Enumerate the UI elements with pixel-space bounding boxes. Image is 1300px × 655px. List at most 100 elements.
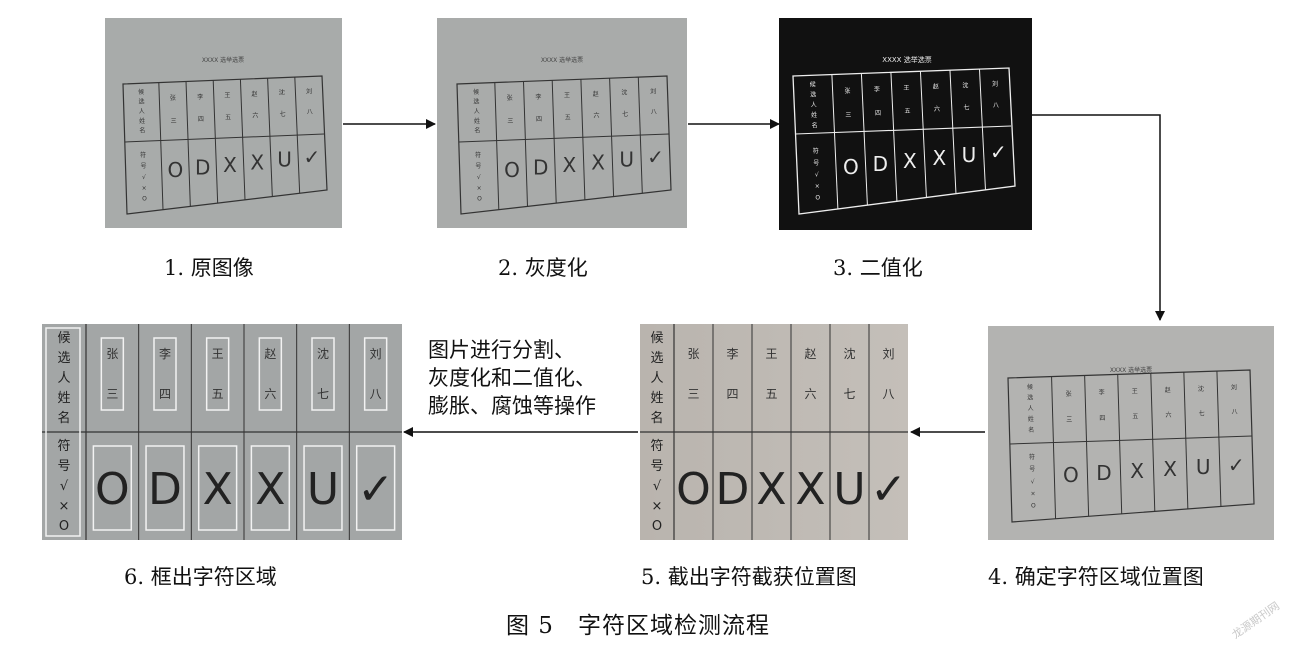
ballot-name-char: 三: [845, 112, 851, 119]
caption-step-1: 1. 原图像: [164, 256, 254, 280]
ballot-title: XXXX 选举选票: [882, 55, 931, 64]
ballot-name-char: 六: [593, 112, 599, 120]
ballot-name-char: 刘: [650, 87, 656, 95]
ballot-symbol-char: ×: [815, 183, 820, 190]
ballot-symbol-char: O: [142, 196, 147, 203]
arrow-3-to-4: [1032, 114, 1165, 321]
ballot-mark: O: [676, 464, 711, 515]
ballot-mark: O: [1063, 463, 1079, 487]
ballot-header-char: 选: [57, 351, 70, 366]
ballot-name-char: 赵: [804, 347, 816, 361]
ballot-name-char: 沈: [621, 89, 627, 97]
ballot-name-char: 赵: [264, 347, 276, 361]
ballot-symbol-char: √: [1031, 478, 1035, 485]
ballot-header-char: 候: [473, 88, 479, 96]
caption-step-2: 2. 灰度化: [498, 256, 588, 280]
ballot-symbol-char: √: [653, 479, 662, 494]
ballot-symbol-char: O: [477, 196, 482, 203]
ballot-name-char: 六: [804, 387, 816, 401]
ballot-symbol-char: 号: [1029, 466, 1035, 473]
ballot-header-char: 候: [650, 331, 663, 346]
ballot-title: XXXX 选举选票: [1110, 366, 1152, 374]
ballot-mark: X: [223, 153, 237, 177]
process-note-line: 膨胀、腐蚀等操作: [428, 394, 596, 418]
ballot-symbol-char: 号: [57, 459, 70, 474]
ballot-mark: X: [795, 464, 825, 515]
ballot-mark: X: [756, 464, 786, 515]
ballot-header-char: 姓: [57, 391, 70, 406]
ballot-mark: U: [277, 148, 292, 172]
ballot-header-char: 选: [650, 351, 663, 366]
ballot-symbol-char: 符: [1029, 453, 1035, 461]
ballot-name-char: 五: [1132, 413, 1138, 420]
ballot-mark: X: [591, 150, 605, 174]
ballot-name-char: 张: [687, 347, 699, 361]
ballot-name-char: 八: [993, 102, 999, 109]
ballot-header-char: 选: [473, 98, 479, 106]
ballot-mark: O: [95, 464, 130, 515]
ballot-header-char: 姓: [650, 391, 663, 406]
ballot-name-char: 刘: [992, 80, 998, 88]
ballot-name-char: 四: [875, 110, 881, 117]
process-note-line: 灰度化和二值化、: [428, 366, 596, 390]
ballot-name-char: 三: [1066, 416, 1072, 423]
ballot-name-char: 七: [622, 110, 628, 118]
process-note: 图片进行分割、 灰度化和二值化、 膨胀、腐蚀等操作: [428, 336, 596, 420]
process-note-line: 图片进行分割、: [428, 338, 575, 362]
ballot-mark: X: [255, 464, 285, 515]
ballot-symbol-char: 符: [650, 438, 663, 454]
ballot-header-char: 选: [1027, 394, 1033, 402]
ballot-name-char: 八: [307, 109, 313, 116]
ballot-header-char: 人: [139, 108, 145, 115]
ballot-header-char: 姓: [811, 111, 817, 119]
ballot-symbol-char: 号: [650, 459, 663, 474]
ballot-name-char: 张: [844, 87, 850, 95]
ballot-mark: O: [168, 158, 184, 182]
ballot-name-char: 五: [212, 387, 224, 401]
ballot-title: XXXX 选举选票: [202, 56, 244, 64]
ballot-mark: X: [903, 149, 917, 173]
ballot-mark: O: [504, 158, 520, 182]
ballot-header-char: 候: [1027, 383, 1033, 391]
ballot-header-char: 姓: [474, 117, 480, 125]
ballot-name-char: 张: [106, 347, 118, 361]
ballot-name-char: 六: [1166, 411, 1172, 419]
ballot-mark: D: [1096, 461, 1111, 485]
ballot-name-char: 八: [370, 387, 382, 401]
ballot-header-char: 姓: [1028, 415, 1034, 423]
ballot-name-char: 七: [1199, 409, 1205, 417]
ballot-name-char: 张: [1066, 390, 1072, 398]
ballot-header-char: 名: [139, 127, 145, 135]
ballot-name-char: 李: [159, 346, 171, 361]
ballot-name-char: 刘: [306, 87, 312, 95]
ballot-header-char: 人: [811, 102, 817, 109]
ballot-symbol-char: O: [652, 519, 662, 534]
ballot-symbol-char: √: [477, 174, 481, 181]
ballot-name-char: 王: [564, 92, 570, 99]
ballot-symbol-char: ×: [477, 185, 482, 192]
ballot-mark: X: [1163, 457, 1177, 481]
ballot-symbol-char: ×: [59, 499, 70, 514]
ballot-name-char: 八: [651, 109, 657, 116]
ballot-mark: ✓: [990, 140, 1007, 164]
ballot-mark: ✓: [647, 145, 664, 169]
ballot-header-char: 名: [650, 410, 663, 426]
ballot-name-char: 四: [198, 116, 204, 123]
ballot-mark: X: [933, 146, 947, 170]
ballot-header-char: 人: [57, 371, 70, 386]
ballot-header-char: 名: [1028, 426, 1034, 434]
ballot-name-char: 五: [765, 387, 777, 401]
ballot-name-char: 五: [565, 114, 571, 121]
ballot-header-char: 候: [810, 80, 816, 88]
ballot-name-char: 沈: [843, 346, 855, 361]
ballot-mark: D: [716, 464, 750, 515]
ballot-mark: U: [619, 148, 634, 172]
ballot-name-char: 李: [535, 93, 541, 101]
ballot-name-char: 四: [1099, 415, 1105, 422]
ballot-name-char: 八: [1232, 409, 1238, 416]
